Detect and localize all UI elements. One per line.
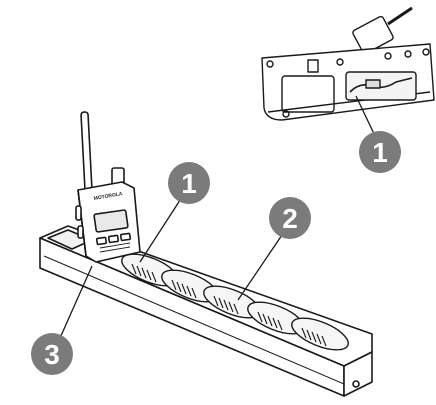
inset-pad-1	[281, 75, 335, 113]
charger-end-face	[343, 351, 373, 397]
inset-hole-b	[384, 52, 392, 60]
svg-text:3: 3	[44, 339, 60, 370]
radio-key-1	[95, 236, 108, 246]
inset-screw-1	[266, 60, 274, 68]
svg-text:1: 1	[372, 137, 388, 168]
inset-radio-top	[352, 15, 394, 55]
svg-text:2: 2	[282, 203, 298, 234]
charging-pockets	[121, 253, 349, 351]
leader-callout-3	[59, 265, 93, 339]
leader-callout-1-main	[139, 193, 185, 263]
leader-callout-1-top	[355, 95, 377, 139]
inset-hole-c	[404, 50, 412, 58]
svg-text:1: 1	[181, 168, 197, 199]
inset-antenna	[387, 6, 413, 26]
callout-1-top: 1	[359, 131, 401, 173]
inset-power-plug	[365, 79, 381, 89]
callout-3: 3	[31, 333, 73, 375]
inset-screw-3	[422, 48, 430, 56]
radio-side-edge	[77, 189, 87, 257]
callout-2: 2	[269, 197, 311, 239]
radio-key-3	[119, 232, 132, 242]
inset-pad-2	[307, 59, 319, 73]
leader-lines	[59, 193, 285, 339]
radio-antenna	[80, 111, 93, 193]
inset-power-compartment	[345, 71, 417, 101]
leader-callout-2	[237, 231, 285, 301]
radio-side-button-2	[77, 225, 84, 239]
radio-brand-logo: MOTOROLA	[93, 191, 123, 202]
pocket-5	[291, 317, 349, 351]
radio-speaker-grille	[99, 242, 131, 253]
two-way-radio: MOTOROLA	[75, 111, 141, 263]
charger-underside-inset	[261, 6, 435, 121]
charger-end-screw	[352, 380, 360, 388]
radio-side-button-1	[75, 205, 82, 221]
radio-display	[93, 209, 129, 233]
charger-trim-line	[43, 255, 345, 385]
inset-hole-a	[336, 58, 344, 66]
radio-key-2	[107, 234, 120, 244]
callout-1-main: 1	[168, 162, 210, 204]
